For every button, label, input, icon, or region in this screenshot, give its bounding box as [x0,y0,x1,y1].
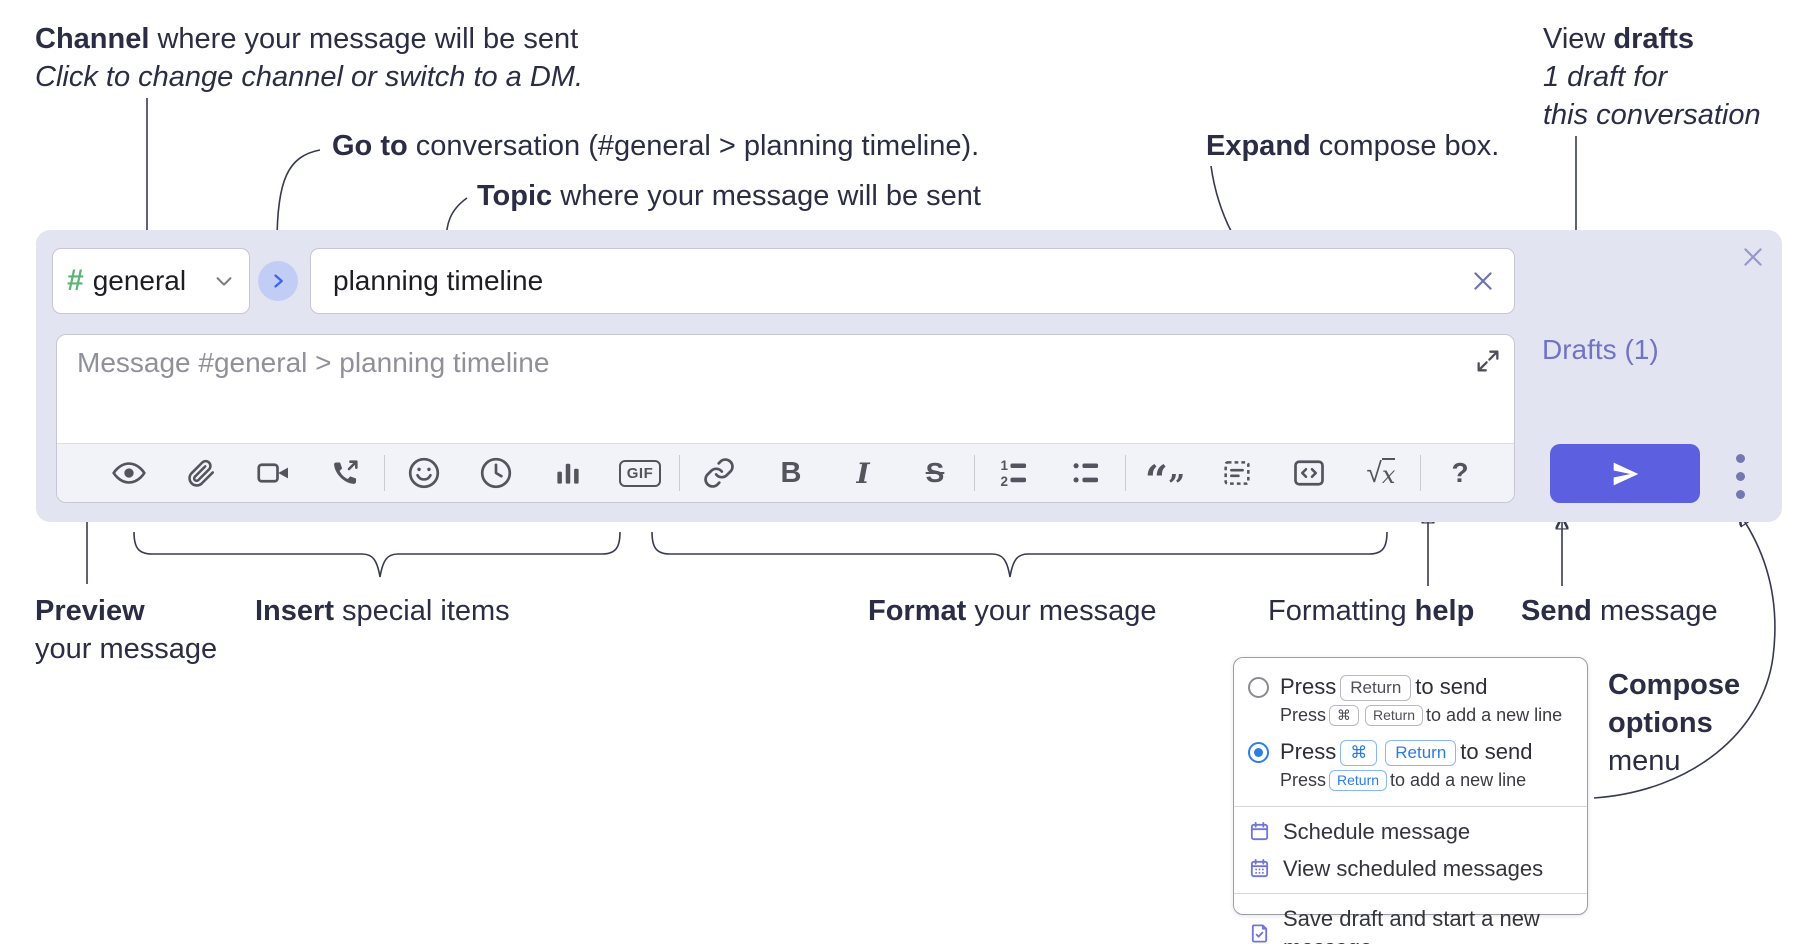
code-icon [1294,460,1324,486]
bar-chart-icon [557,463,579,484]
gif-icon: GIF [618,459,662,487]
spoiler-button[interactable] [1201,450,1273,496]
ellipsis-dot [1735,453,1745,463]
math-button[interactable]: √x [1366,457,1396,489]
topic-value: planning timeline [333,265,544,296]
kbd-cmd: ⌘ [1340,740,1378,766]
note-compose-options: Compose options menu [1608,669,1741,777]
channel-hash-icon: # [67,264,84,297]
note-topic: Topic where your message will be sent [477,180,981,212]
phone-call-icon [334,460,358,484]
smiley-icon [408,457,440,489]
toolbar-divider [974,455,975,491]
add-global-time-button[interactable] [460,450,532,496]
chevron-down-icon [216,277,232,286]
paperclip-icon [188,459,215,487]
popup-divider [1234,806,1587,807]
spoiler-icon [1224,461,1250,485]
radio-unselected-icon[interactable] [1248,677,1269,698]
question-mark-icon: ? [1451,457,1469,488]
kbd-return: Return [1365,705,1424,726]
numbered-list-icon: 1 2 [1001,458,1027,489]
clock-icon [480,457,512,489]
bulleted-list-button[interactable] [1050,450,1122,496]
strikethrough-icon: S [925,457,945,488]
note-preview: Preview your message [35,595,218,665]
add-audio-call-button[interactable] [309,450,381,496]
numbered-list-button[interactable]: 1 2 [978,450,1050,496]
video-camera-icon [257,463,288,483]
view-scheduled-messages-item[interactable]: View scheduled messages [1234,850,1587,887]
calendar-icon [1250,821,1269,841]
topic-input[interactable]: planning timeline [310,248,1515,314]
add-video-call-button[interactable] [237,450,309,496]
close-compose-icon[interactable] [1740,244,1766,270]
note-formatting-help: Formatting help [1268,595,1475,627]
svg-text:1: 1 [1001,458,1009,473]
compose-toolbar: GIF B I S [57,443,1514,502]
note-send-message: Send message [1521,595,1718,627]
send-plane-icon [1613,462,1639,485]
kbd-return: Return [1329,770,1388,791]
note-expand: Expand compose box. [1206,130,1500,162]
drafts-link[interactable]: Drafts (1) [1542,334,1659,365]
formatting-help-button[interactable]: ? [1424,450,1496,496]
note-channel: Channel where your message will be sent … [35,23,584,93]
quote-icon: “ [1144,457,1168,504]
note-insert: Insert special items [255,595,510,627]
message-placeholder: Message #general > planning timeline [77,347,550,378]
quote-button[interactable]: “ ” [1144,457,1186,504]
math-icon: √ [1366,457,1382,488]
kbd-return: Return [1385,740,1457,766]
draft-check-icon [1251,923,1268,943]
add-poll-button[interactable] [532,450,604,496]
emoji-button[interactable] [388,450,460,496]
compose-box: # general planning timeline Message #gen… [36,230,1782,522]
popup-divider [1234,893,1587,894]
compose-options-menu-button[interactable] [1726,448,1754,504]
go-to-conversation-button[interactable] [258,261,298,301]
toolbar-divider [1125,455,1126,491]
radio-selected-icon[interactable] [1248,742,1269,763]
note-go-to: Go to conversation (#general > planning … [332,130,980,162]
kbd-cmd: ⌘ [1329,705,1360,726]
channel-selector[interactable]: # general [52,248,250,314]
kbd-return: Return [1340,675,1412,701]
save-draft-new-message-item[interactable]: Save draft and start a new message [1234,900,1587,944]
italic-icon: I [856,456,870,490]
attach-file-button[interactable] [165,450,237,496]
toolbar-divider [384,455,385,491]
note-view-drafts: View drafts 1 draft for this conversatio… [1543,23,1761,131]
toolbar-divider [1420,455,1421,491]
eye-icon [112,462,146,484]
code-button[interactable] [1273,450,1345,496]
strikethrough-button[interactable]: S [899,450,971,496]
preview-button[interactable] [93,450,165,496]
chevron-right-icon [274,274,283,288]
link-button[interactable] [683,450,755,496]
schedule-message-item[interactable]: Schedule message [1234,813,1587,850]
calendar-dots-icon [1250,858,1269,878]
toolbar-divider [679,455,680,491]
bulleted-list-icon [1073,463,1099,483]
expand-compose-icon[interactable] [1474,347,1502,375]
message-input[interactable]: Message #general > planning timeline [56,334,1515,503]
note-format: Format your message [868,595,1157,627]
link-icon [704,458,734,488]
channel-name: general [92,265,187,296]
italic-button[interactable]: I [827,450,899,496]
bold-button[interactable]: B [755,450,827,496]
add-gif-button[interactable]: GIF [604,450,676,496]
brace-insert-group [133,531,621,578]
clear-topic-icon[interactable] [1470,268,1496,294]
bold-icon: B [780,456,802,489]
brace-format-group [651,531,1388,578]
send-button[interactable] [1550,444,1700,503]
svg-text:2: 2 [1001,474,1008,489]
